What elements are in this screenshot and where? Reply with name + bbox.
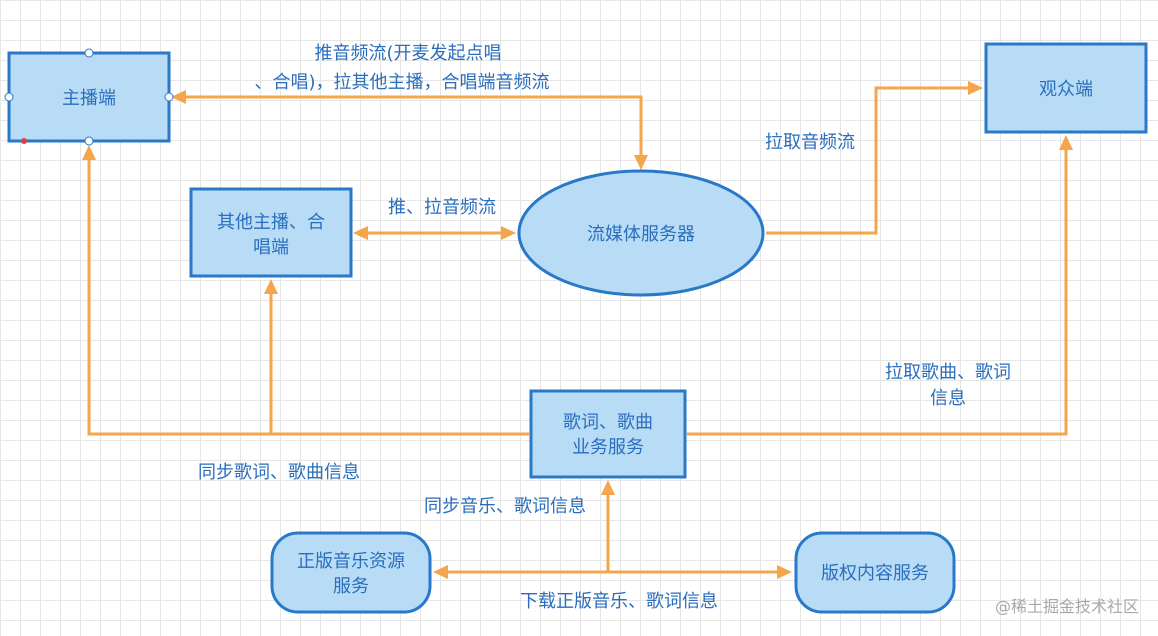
arrowhead-audience-bottom	[1059, 135, 1073, 150]
edge-label-push-chorus-line1: 推音频流(开麦发起点唱	[314, 43, 501, 64]
node-lyrics-service-label-line1: 歌词、歌曲	[563, 412, 653, 433]
connection-point-dot[interactable]	[21, 138, 27, 144]
edge-server-to-audience	[766, 86, 970, 235]
node-other-anchors-label-line2: 唱端	[253, 237, 289, 258]
edge-server-to-anchor	[184, 95, 643, 158]
selection-handle[interactable]	[164, 92, 174, 102]
node-media-server[interactable]: 流媒体服务器	[517, 169, 765, 297]
edge-label-push-pull: 推、拉音频流	[388, 197, 496, 218]
arrowhead-server-top	[634, 155, 648, 170]
edge-label-pull-song-lyrics-line2: 信息	[930, 388, 966, 409]
edge-lyrics-to-audience	[687, 148, 1068, 436]
arrowhead-server-left	[501, 226, 516, 240]
selection-handle[interactable]	[84, 48, 94, 58]
edge-label-pull-audio: 拉取音频流	[765, 132, 855, 153]
arrowhead-copyright	[777, 565, 792, 579]
node-audience[interactable]: 观众端	[984, 42, 1148, 134]
node-music-resource-label-line1: 正版音乐资源	[297, 551, 405, 572]
edge-lyrics-to-anchor	[87, 158, 529, 436]
edge-label-sync-music-lyrics: 同步音乐、歌词信息	[424, 496, 586, 517]
node-lyrics-service-label-line2: 业务服务	[572, 437, 644, 458]
arrowhead-lyrics-bottom	[601, 480, 615, 495]
arrowhead-other-anchors	[353, 226, 368, 240]
node-copyright-service-label: 版权内容服务	[821, 563, 929, 584]
edge-label-download-music: 下载正版音乐、歌词信息	[520, 591, 718, 612]
node-anchor[interactable]: 主播端	[4, 48, 174, 146]
arrowhead-other-bottom	[264, 279, 278, 294]
node-anchor-label: 主播端	[62, 88, 116, 109]
arrowhead-resource	[433, 565, 448, 579]
edge-label-pull-song-lyrics-line1: 拉取歌曲、歌词	[885, 362, 1011, 383]
selection-handle[interactable]	[84, 136, 94, 146]
node-lyrics-service[interactable]: 歌词、歌曲 业务服务	[529, 389, 687, 479]
node-music-resource-label-line2: 服务	[333, 576, 369, 597]
node-other-anchors[interactable]: 其他主播、合 唱端	[189, 187, 353, 278]
node-media-server-label: 流媒体服务器	[587, 224, 695, 245]
node-other-anchors-label-line1: 其他主播、合	[217, 212, 325, 233]
arrowhead-anchor-bottom	[82, 145, 96, 160]
node-music-resource[interactable]: 正版音乐资源 服务	[270, 531, 432, 614]
selection-handle[interactable]	[4, 92, 14, 102]
watermark: @稀土掘金技术社区	[995, 597, 1139, 616]
node-copyright-service[interactable]: 版权内容服务	[794, 531, 956, 614]
arrowhead-anchor	[171, 90, 186, 104]
node-audience-label: 观众端	[1039, 79, 1093, 100]
edge-label-push-chorus-line2: 、合唱)，拉其他主播，合唱端音频流	[254, 72, 549, 93]
edge-label-sync-lyrics-song: 同步歌词、歌曲信息	[198, 462, 360, 483]
arrowhead-audience-left	[968, 81, 983, 95]
